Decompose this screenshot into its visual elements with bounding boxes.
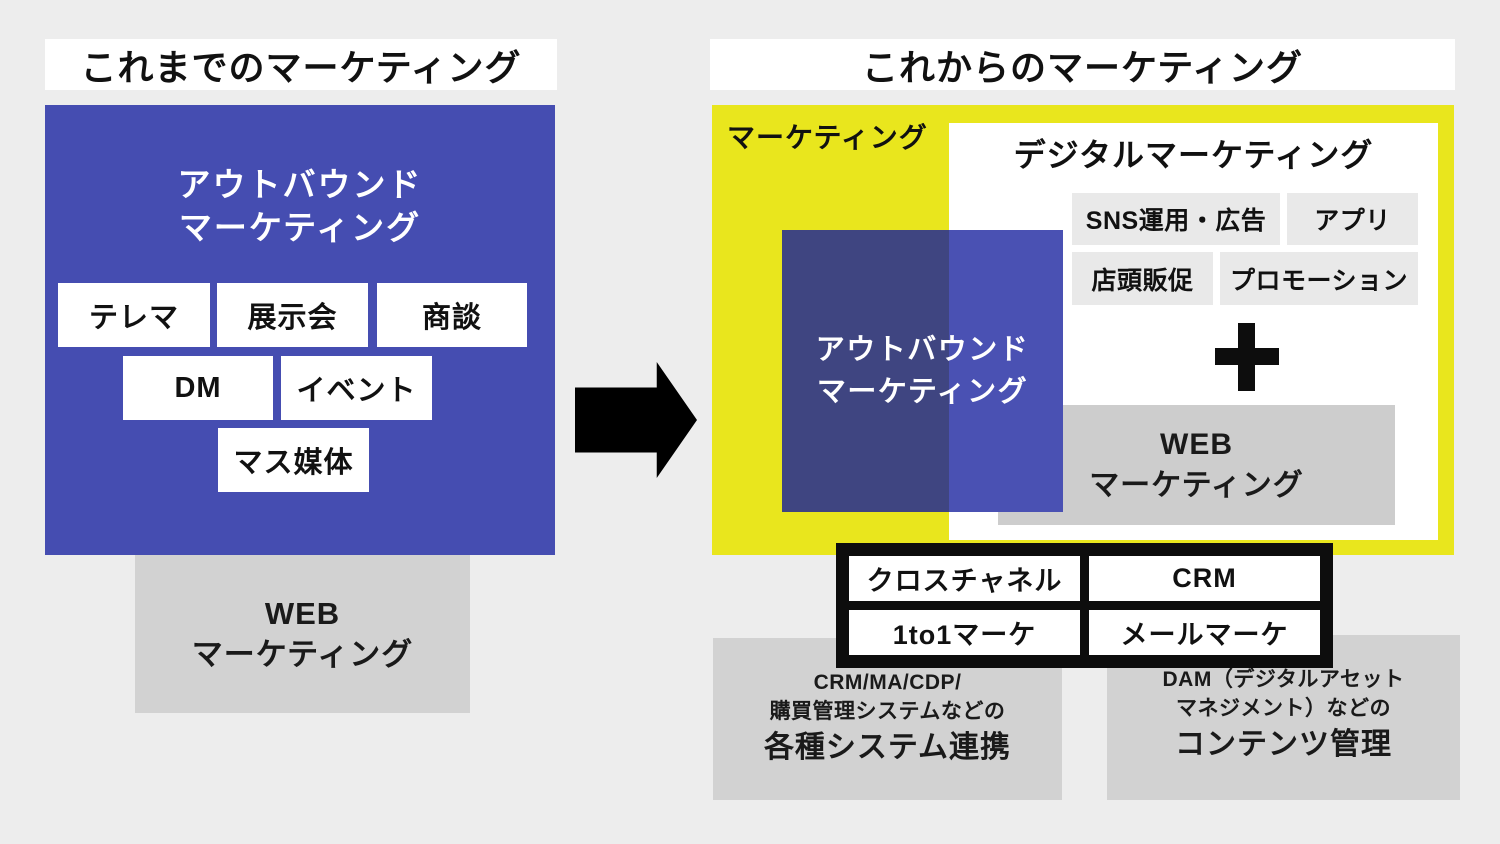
plus-icon: [1215, 323, 1279, 391]
content-box-line2: マネジメント）などの: [1176, 697, 1391, 720]
matrix-cell-mail: メールマーケ: [1089, 610, 1320, 655]
outbound-label-line1: アウトバウンド: [177, 166, 423, 203]
left-web-line2: マーケティング: [191, 636, 414, 672]
right-outbound-line1: アウトバウンド: [815, 334, 1030, 366]
content-box-line1: DAM（デジタルアセット: [1162, 668, 1405, 691]
right-outbound-marketing-box: アウトバウンド マーケティング: [782, 230, 1063, 512]
tactic-exhibition: 展示会: [217, 283, 368, 347]
matrix-cell-cross-channel: クロスチャネル: [849, 556, 1080, 601]
chip-sns-ads: SNS運用・広告: [1072, 193, 1280, 245]
left-web-marketing-box: WEB マーケティング: [135, 548, 470, 713]
tactic-telemarketing: テレマ: [58, 283, 210, 347]
tactic-mass-media: マス媒体: [218, 428, 369, 492]
matrix-cell-1to1: 1to1マーケ: [849, 610, 1080, 655]
content-box-line3: コンテンツ管理: [1175, 728, 1392, 761]
marketing-scope-label: マーケティング: [727, 122, 928, 153]
left-panel-title: これまでのマーケティング: [45, 39, 557, 90]
tactic-event: イベント: [281, 356, 432, 420]
outbound-marketing-label: アウトバウンド マーケティング: [45, 163, 555, 249]
tactic-sales-meeting: 商談: [377, 283, 527, 347]
left-web-line1: WEB: [264, 595, 341, 631]
right-web-line2: マーケティング: [1089, 469, 1304, 502]
chip-instore-promo: 店頭販促: [1072, 252, 1213, 305]
chip-promotion: プロモーション: [1220, 252, 1418, 305]
right-panel-title: これからのマーケティング: [710, 39, 1455, 90]
system-box-line2: 購買管理システムなどの: [769, 700, 1006, 723]
chip-app: アプリ: [1287, 193, 1418, 245]
matrix-cell-crm: CRM: [1089, 556, 1320, 601]
digital-marketing-title: デジタルマーケティング: [1013, 137, 1374, 173]
tactic-direct-mail: DM: [123, 356, 273, 420]
system-box-line3: 各種システム連携: [763, 731, 1012, 764]
right-web-line1: WEB: [1160, 428, 1233, 461]
system-box-line1: CRM/MA/CDP/: [813, 671, 962, 694]
channel-matrix-table: クロスチャネル CRM 1to1マーケ メールマーケ: [836, 543, 1333, 668]
arrow-right-icon: [575, 362, 697, 478]
outbound-label-line2: マーケティング: [178, 209, 422, 246]
right-outbound-line2: マーケティング: [816, 376, 1029, 408]
right-web-marketing-box: WEB マーケティング: [998, 405, 1395, 525]
plus-vertical-bar: [1238, 323, 1255, 391]
